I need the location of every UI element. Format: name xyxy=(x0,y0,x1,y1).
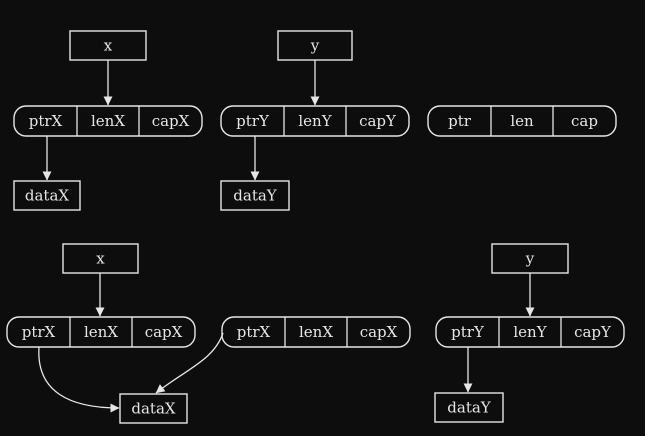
top-x-slice-header: ptrX lenX capX xyxy=(13,105,203,137)
bottom-x-data-label: dataX xyxy=(131,400,176,418)
bottom-section: x ptrX lenX capX ptrX lenX capX dataX xyxy=(6,243,625,424)
bottom-x-len-field: lenX xyxy=(84,323,118,341)
top-x-len-field: lenX xyxy=(91,112,125,130)
generic-slice-header: ptr len cap xyxy=(427,105,617,137)
generic-len-field: len xyxy=(510,112,534,130)
bottom-x-slice-header: ptrX lenX capX xyxy=(6,316,196,348)
bottom-y-data-box: dataY xyxy=(434,392,504,423)
bottom-x-cap-field: capX xyxy=(145,323,183,341)
bottom-copied-len-field: lenX xyxy=(299,323,333,341)
bottom-y-variable-box: y xyxy=(491,243,569,274)
bottom-x-ptr-field: ptrX xyxy=(22,323,56,341)
top-y-data-label: dataY xyxy=(233,187,278,205)
bottom-copied-ptr-field: ptrX xyxy=(237,323,271,341)
top-x-cap-field: capX xyxy=(152,112,190,130)
top-x-data-box: dataX xyxy=(13,180,81,211)
generic-cap-field: cap xyxy=(571,112,598,130)
bottom-y-len-field: lenY xyxy=(513,323,547,341)
generic-ptr-field: ptr xyxy=(448,112,472,130)
top-x-variable-label: x xyxy=(104,37,113,55)
top-y-variable-box: y xyxy=(277,30,353,61)
top-y-data-box: dataY xyxy=(220,180,290,211)
top-x-variable-box: x xyxy=(69,30,147,61)
bottom-y-slice-header: ptrY lenY capY xyxy=(435,316,625,348)
top-y-len-field: lenY xyxy=(298,112,332,130)
bottom-x-variable-label: x xyxy=(96,250,105,268)
top-x-data-label: dataX xyxy=(25,187,70,205)
bottom-y-variable-label: y xyxy=(525,250,535,268)
top-y-slice-header: ptrY lenY capY xyxy=(220,105,410,137)
bottom-y-data-label: dataY xyxy=(447,399,492,417)
top-y-ptr-field: ptrY xyxy=(236,112,270,130)
bottom-y-cap-field: capY xyxy=(574,323,612,341)
bottom-copied-cap-field: capX xyxy=(360,323,398,341)
bottom-x-data-box: dataX xyxy=(119,393,188,424)
top-y-cap-field: capY xyxy=(359,112,397,130)
top-x-ptr-field: ptrX xyxy=(29,112,63,130)
top-section: x ptrX lenX capX dataX y ptrY lenY cap xyxy=(13,30,617,211)
bottom-copied-slice-header: ptrX lenX capX xyxy=(221,316,411,348)
top-y-variable-label: y xyxy=(310,37,320,55)
bottom-y-ptr-field: ptrY xyxy=(451,323,485,341)
bottom-x-variable-box: x xyxy=(62,243,139,274)
bottom-copied-ptrx-to-data-arrow xyxy=(155,332,224,394)
bottom-ptrx-to-data-arrow xyxy=(38,346,120,413)
